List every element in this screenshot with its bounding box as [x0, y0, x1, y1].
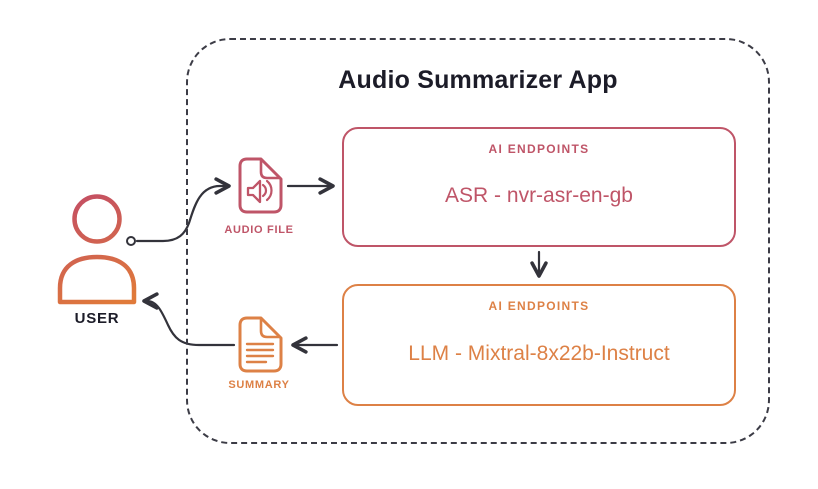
llm-model-label: LLM - Mixtral-8x22b-Instruct	[408, 341, 670, 365]
user-head	[72, 194, 122, 244]
asr-endpoints-header: AI ENDPOINTS	[488, 142, 590, 156]
flow-arrows	[126, 177, 548, 354]
audio-file-icon	[238, 157, 283, 214]
edge-summary-to-user	[142, 292, 236, 347]
summary-icon	[238, 316, 283, 373]
app-title: Audio Summarizer App	[338, 66, 618, 94]
llm-endpoint-box: AI ENDPOINTS LLM - Mixtral-8x22b-Instruc…	[342, 284, 736, 406]
llm-endpoints-header: AI ENDPOINTS	[488, 299, 590, 313]
audio-file-fold	[259, 158, 281, 180]
user-body	[57, 254, 137, 305]
audio-file-label: AUDIO FILE	[224, 224, 294, 236]
summary-text-lines	[245, 342, 275, 364]
summary-label: SUMMARY	[228, 379, 290, 391]
asr-endpoint-box: AI ENDPOINTS ASR - nvr-asr-en-gb	[342, 127, 736, 247]
user-icon	[57, 194, 137, 305]
summary-fold	[259, 317, 281, 339]
speaker-icon	[246, 179, 262, 204]
app-boundary	[186, 38, 770, 444]
edge-user-to-audio-file	[135, 177, 231, 243]
user-label: USER	[74, 310, 120, 327]
flow-start-dot	[126, 236, 136, 246]
asr-model-label: ASR - nvr-asr-en-gb	[445, 183, 633, 207]
sound-waves-icon	[261, 179, 273, 202]
